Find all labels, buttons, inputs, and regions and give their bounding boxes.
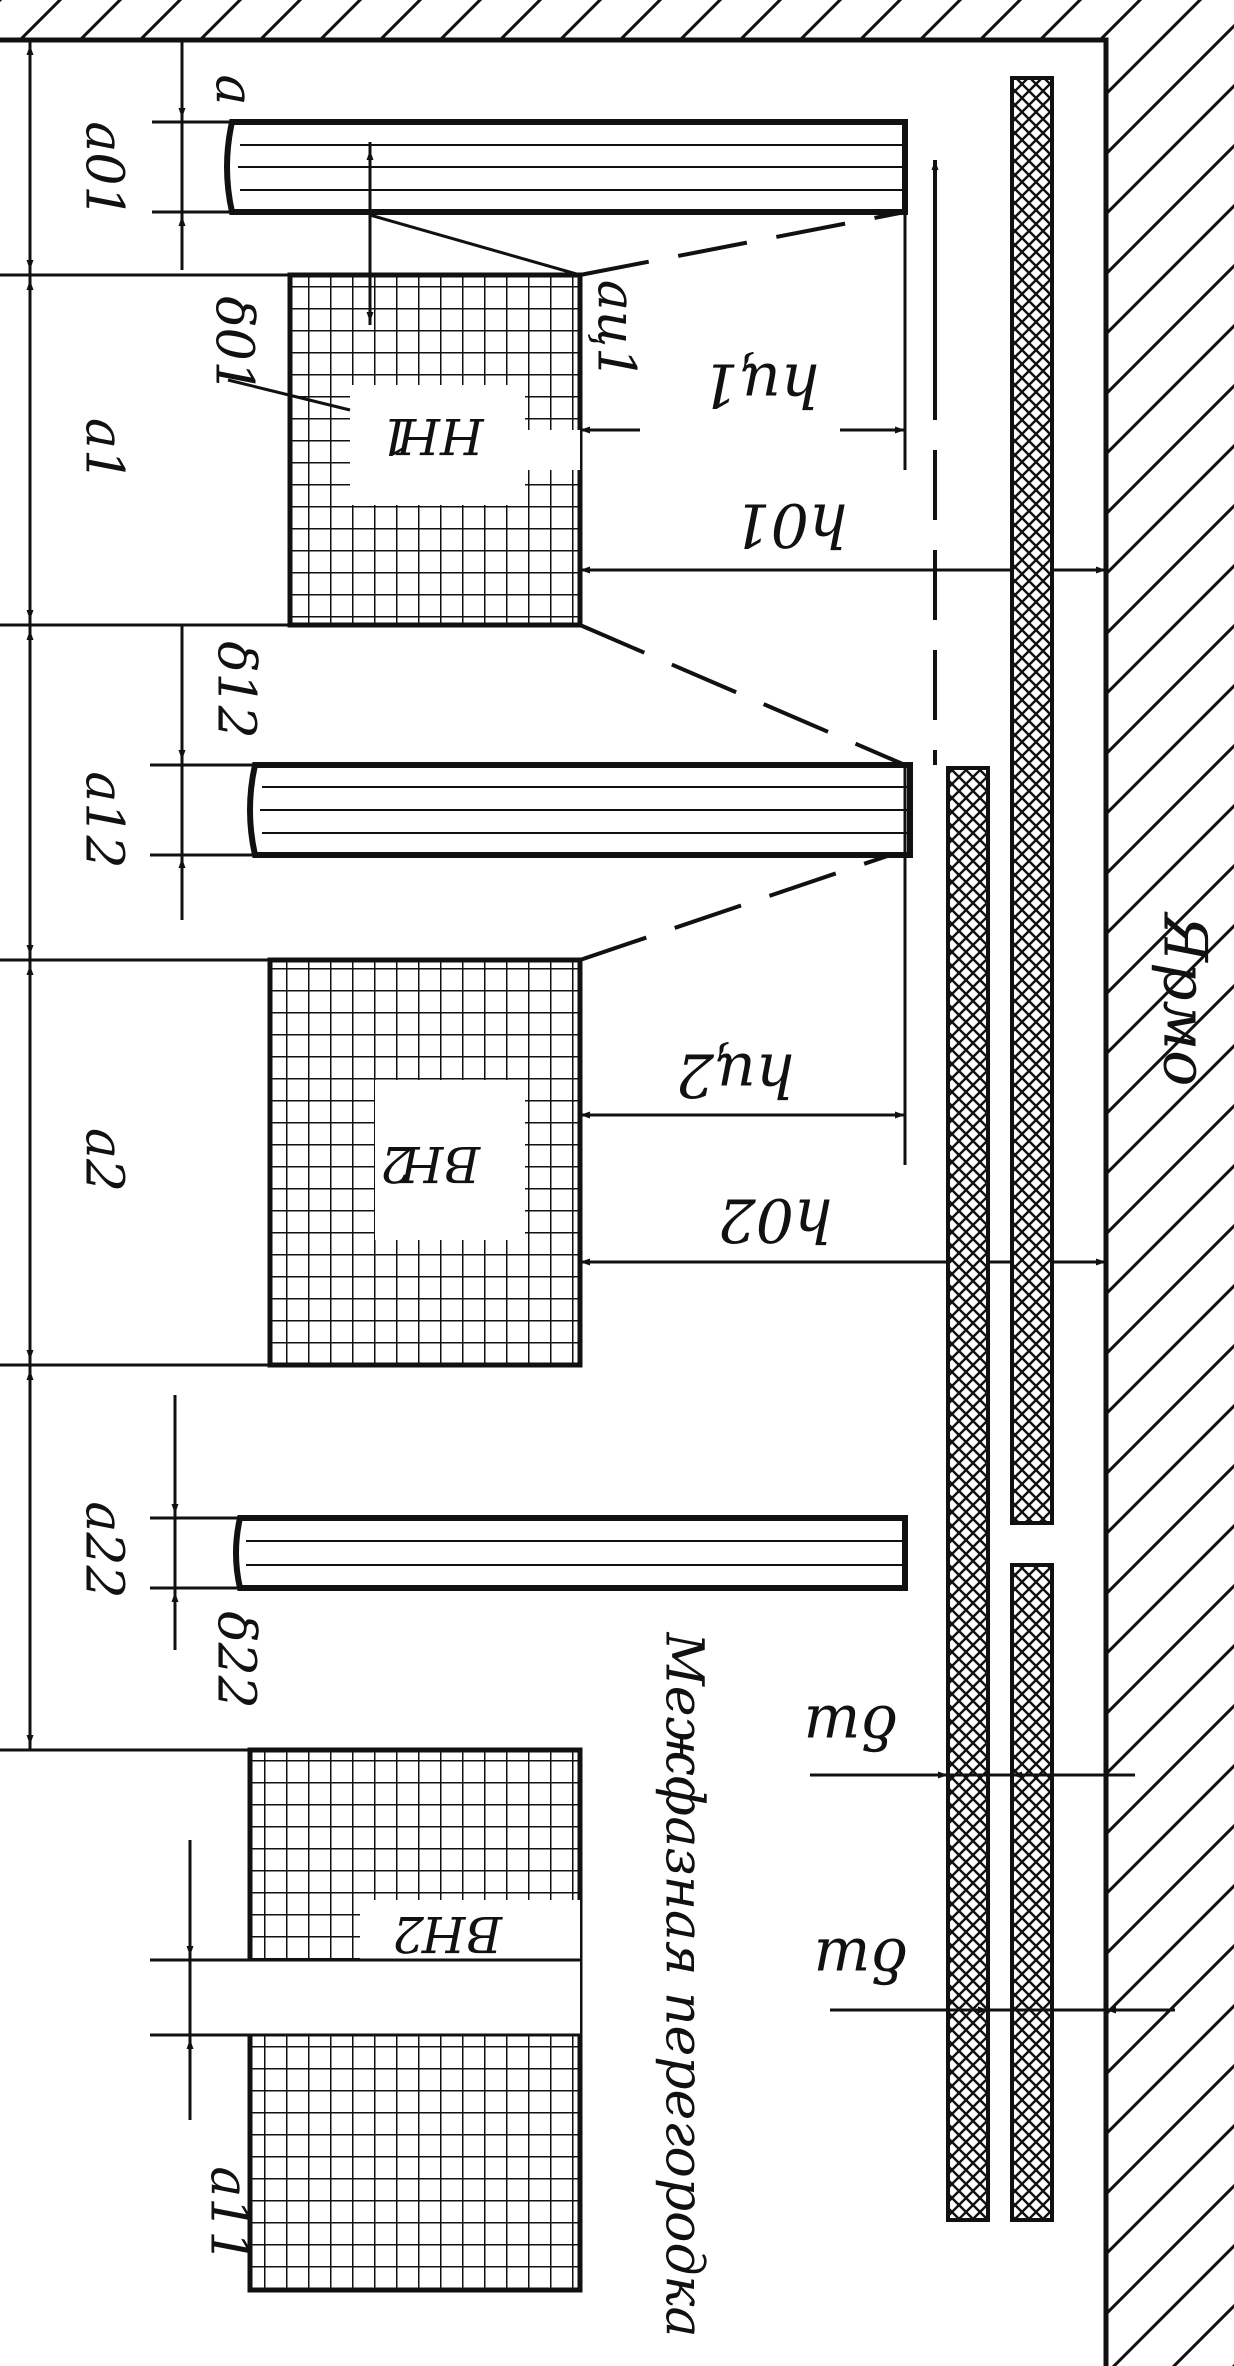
label-delta-12: δ12	[206, 641, 266, 738]
label-a1: a1	[74, 418, 134, 482]
label-a2: a2	[74, 1128, 134, 1192]
label-a-c1: aц1	[586, 280, 646, 380]
a11-dimension	[150, 1840, 580, 2120]
partition-board-inner	[946, 766, 990, 2222]
winding-hv-next-name: ВН	[420, 1905, 503, 1963]
label-a01: a01	[74, 121, 134, 218]
h-c1-dimension	[580, 130, 907, 470]
barrier-cylinder-3	[150, 1395, 908, 1650]
label-a11: a11	[199, 2166, 259, 2263]
winding-hv-2-number: 2	[380, 1135, 413, 1193]
winding-lv-1	[287, 272, 583, 628]
label-partition: Межфазная перегородка	[654, 1632, 714, 2338]
label-h-c1: hц1	[701, 349, 820, 419]
label-a12: a12	[74, 771, 134, 868]
barrier-cylinder-2	[150, 762, 913, 858]
yoke-ticks	[1052, 568, 1106, 1264]
dimension-axis	[0, 40, 290, 1752]
label-delta-22: δ22	[206, 1611, 266, 1708]
label-a22: a22	[74, 1501, 134, 1598]
dashed-boundary	[579, 210, 937, 962]
winding-hv-next-number: 2	[392, 1905, 425, 1963]
winding-hv-2-name: ВН	[398, 1135, 481, 1193]
winding-hv-next	[200, 1747, 583, 2293]
partition-board-outer	[1010, 76, 1054, 2222]
label-yoke: Ярмо	[1149, 911, 1219, 1087]
label-delta-sh-bottom: δш	[814, 1924, 907, 1994]
winding-hv-2	[267, 957, 583, 1368]
label-h01: h01	[733, 489, 848, 559]
winding-lv-1-name: НН	[395, 407, 485, 465]
barrier-cylinder-1	[152, 40, 908, 270]
label-h02: h02	[718, 1184, 833, 1254]
delta-01-dimension	[227, 142, 581, 412]
label-h-c2: hц2	[676, 1039, 795, 1109]
winding-lv-1-number: 1	[379, 407, 411, 465]
label-a: a	[204, 74, 264, 105]
label-delta-01: δ01	[204, 296, 264, 393]
h-c2-dimension	[580, 765, 907, 1165]
label-delta-sh-top: δш	[804, 1691, 897, 1761]
